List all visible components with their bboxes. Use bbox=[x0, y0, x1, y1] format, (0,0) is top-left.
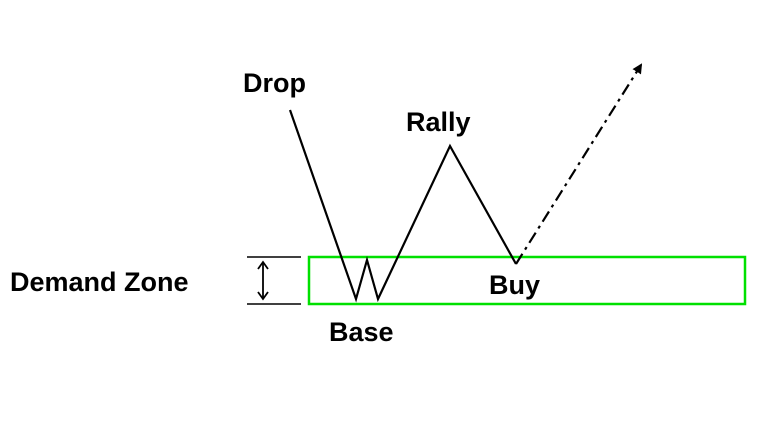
base-label: Base bbox=[329, 317, 394, 347]
drop-label: Drop bbox=[243, 68, 306, 98]
rally-label: Rally bbox=[406, 107, 471, 137]
demand-zone-label: Demand Zone bbox=[10, 267, 189, 297]
projection-arrow-icon bbox=[515, 63, 643, 265]
demand-zone-box bbox=[307, 255, 747, 306]
double-arrow-icon bbox=[257, 260, 269, 301]
price-path-line bbox=[288, 109, 517, 303]
buy-label: Buy bbox=[489, 270, 540, 300]
